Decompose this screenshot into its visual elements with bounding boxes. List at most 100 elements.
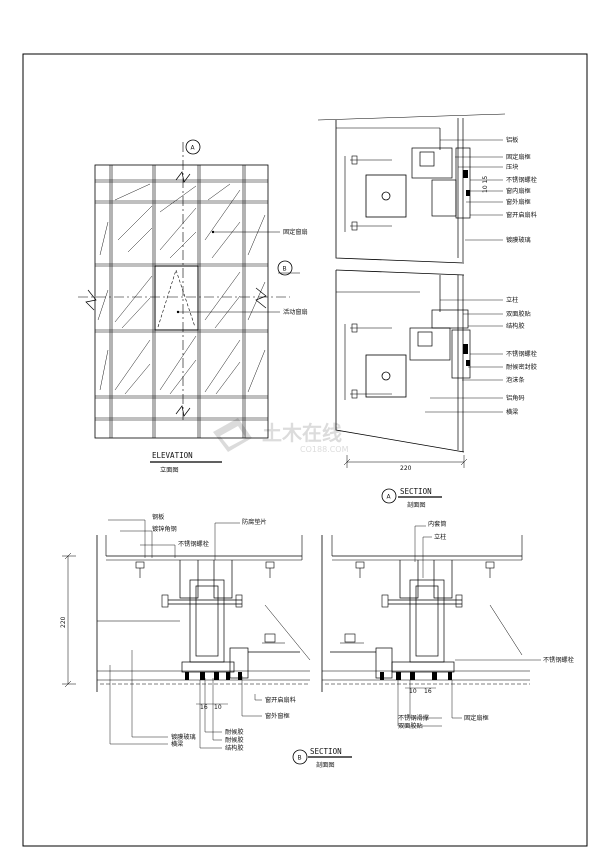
label-b-inner-sleeve: 内套筒 bbox=[428, 520, 447, 528]
section-a-leaders bbox=[425, 139, 503, 413]
section-b-view: 220 16 10 钢板 镀锌角钢 不锈钢螺栓 防腐垫片 镀膜玻璃 横梁 耐候胶 bbox=[60, 513, 574, 769]
section-marker-b-text: B bbox=[283, 266, 287, 273]
label-a-8: 立柱 bbox=[506, 296, 518, 304]
operable-sash bbox=[154, 265, 199, 331]
section-a-upper-outline bbox=[335, 120, 465, 264]
dim-b-left-0: 16 bbox=[200, 704, 208, 711]
gaskets-right bbox=[380, 672, 452, 680]
section-marker-a-text: A bbox=[191, 145, 196, 152]
angle-cleat-lower bbox=[365, 354, 407, 398]
section-b-left-leaders bbox=[108, 519, 262, 749]
label-a-1: 固定扇框 bbox=[506, 153, 531, 161]
label-operable-pane: 活动窗扇 bbox=[283, 308, 308, 316]
dim-b-right-1: 16 bbox=[424, 688, 432, 695]
label-b-ss-friction-stay: 不锈钢滑撑 bbox=[398, 714, 429, 722]
section-marker-a bbox=[185, 139, 201, 155]
label-b-structural-sealant: 结构胶 bbox=[225, 744, 244, 752]
label-a-14: 铝角码 bbox=[506, 394, 525, 402]
operator-icon bbox=[264, 633, 276, 643]
break-mark-left bbox=[85, 289, 97, 311]
label-b-fixed-frame: 固定扇框 bbox=[464, 714, 489, 722]
dim-a-width: 220 bbox=[400, 465, 412, 472]
section-b-title-en: SECTION bbox=[310, 747, 342, 756]
label-a-6: 窗开启扇料 bbox=[506, 211, 537, 219]
dim-b-left-1: 10 bbox=[214, 704, 222, 711]
section-b-title-cn: 剖面图 bbox=[316, 761, 335, 769]
label-a-2: 压块 bbox=[506, 163, 518, 171]
leader-dot bbox=[176, 310, 180, 314]
label-a-7: 镀膜玻璃 bbox=[506, 236, 531, 244]
dim-b-height-line bbox=[62, 552, 76, 688]
label-b-double-tape: 双面胶贴 bbox=[398, 722, 423, 730]
bolts-left bbox=[135, 561, 275, 608]
label-b-ss-bolt-right: 不锈钢螺栓 bbox=[543, 656, 574, 664]
dim-a-width-line bbox=[343, 455, 468, 468]
label-b-operable-sash: 窗开启扇料 bbox=[265, 696, 296, 704]
label-b-weather-sealant-2: 耐候胶 bbox=[225, 736, 244, 744]
section-a-title-cn: 剖面图 bbox=[407, 501, 426, 509]
label-b-galv-angle: 镀锌角钢 bbox=[152, 525, 177, 533]
label-b-coated-glass: 镀膜玻璃 bbox=[171, 733, 196, 741]
dim-b-right-0: 10 bbox=[409, 688, 417, 695]
section-marker-b bbox=[277, 260, 293, 276]
label-fixed-pane: 固定窗扇 bbox=[283, 228, 308, 236]
section-b-title-marker-text: B bbox=[298, 755, 302, 762]
break-mark-right bbox=[255, 287, 267, 309]
elevation-title-cn: 立面图 bbox=[160, 466, 179, 474]
label-a-9: 双面胶贴 bbox=[506, 310, 531, 318]
bolt-hole-icon bbox=[381, 191, 391, 201]
section-a-title-marker-text: A bbox=[387, 494, 392, 501]
dim-b-height: 220 bbox=[60, 616, 67, 628]
section-b-right-leaders bbox=[397, 525, 541, 727]
profile-a bbox=[409, 118, 471, 452]
break-mark-bottom bbox=[175, 405, 191, 417]
leader-dot bbox=[211, 230, 215, 234]
watermark-logo-icon bbox=[213, 418, 252, 452]
label-a-11: 不锈钢螺栓 bbox=[506, 350, 537, 358]
watermark-text-en: CO188.COM bbox=[300, 445, 349, 454]
section-a-title-marker bbox=[381, 488, 397, 504]
slope-line-right bbox=[489, 604, 523, 656]
label-a-10: 结构胶 bbox=[506, 322, 525, 330]
section-b-title-marker bbox=[292, 749, 308, 765]
angle-cleat-upper bbox=[365, 174, 407, 218]
break-line-mid bbox=[335, 269, 465, 276]
label-a-5: 窗外扇框 bbox=[506, 198, 531, 206]
label-b-anticorrosion: 防腐垫片 bbox=[242, 518, 267, 526]
label-a-3: 不锈钢螺栓 bbox=[506, 176, 537, 184]
label-a-4: 窗内扇框 bbox=[506, 187, 531, 195]
opening-indicator bbox=[157, 269, 196, 328]
break-mark-top bbox=[175, 171, 191, 183]
gaskets-left bbox=[185, 672, 242, 680]
watermark: 土木在线 CO188.COM bbox=[213, 418, 349, 454]
elevation-outline bbox=[94, 164, 269, 439]
label-b-transom: 横梁 bbox=[171, 740, 183, 748]
mullion-right bbox=[330, 560, 462, 679]
bolt-hole-icon bbox=[381, 371, 391, 381]
section-a-view: 铝板 固定扇框 压块 不锈钢螺栓 窗内扇框 窗外扇框 窗开启扇料 镀膜玻璃 立柱… bbox=[317, 113, 537, 509]
break-line-top bbox=[317, 113, 506, 121]
label-b-mullion: 立柱 bbox=[434, 533, 446, 541]
bolts-right bbox=[355, 561, 495, 608]
mullion-left bbox=[168, 560, 300, 679]
section-a-lower-outline bbox=[335, 270, 465, 453]
watermark-text-cn: 土木在线 bbox=[262, 421, 342, 445]
label-a-13: 泡沫条 bbox=[506, 376, 525, 384]
label-a-15: 横梁 bbox=[506, 408, 518, 416]
elevation-view: A B 固定窗扇 活动窗扇 ELEVATION 立面图 bbox=[78, 139, 308, 474]
operator-icon bbox=[344, 633, 356, 643]
section-a-labels: 铝板 固定扇框 压块 不锈钢螺栓 窗内扇框 窗外扇框 窗开启扇料 镀膜玻璃 立柱… bbox=[506, 136, 537, 416]
elevation-grid bbox=[95, 165, 268, 438]
elevation-title-en: ELEVATION bbox=[152, 451, 193, 460]
label-b-steel-plate: 钢板 bbox=[152, 513, 164, 521]
slope-line bbox=[264, 604, 311, 661]
section-b-right-labels: 内套筒 立柱 不锈钢螺栓 不锈钢滑撑 双面胶贴 固定扇框 bbox=[398, 520, 574, 730]
anchor-bolts-a bbox=[344, 155, 392, 400]
sealant-blocks-a bbox=[463, 170, 470, 366]
label-b-weather-sealant-1: 耐候胶 bbox=[225, 728, 244, 736]
glass-hatching bbox=[97, 183, 266, 395]
label-a-12: 耐候密封胶 bbox=[506, 363, 537, 371]
label-b-outer-frame: 窗外窗框 bbox=[265, 712, 290, 720]
section-b-left-labels: 钢板 镀锌角钢 不锈钢螺栓 防腐垫片 镀膜玻璃 横梁 耐候胶 耐候胶 结构胶 窗… bbox=[152, 513, 296, 752]
